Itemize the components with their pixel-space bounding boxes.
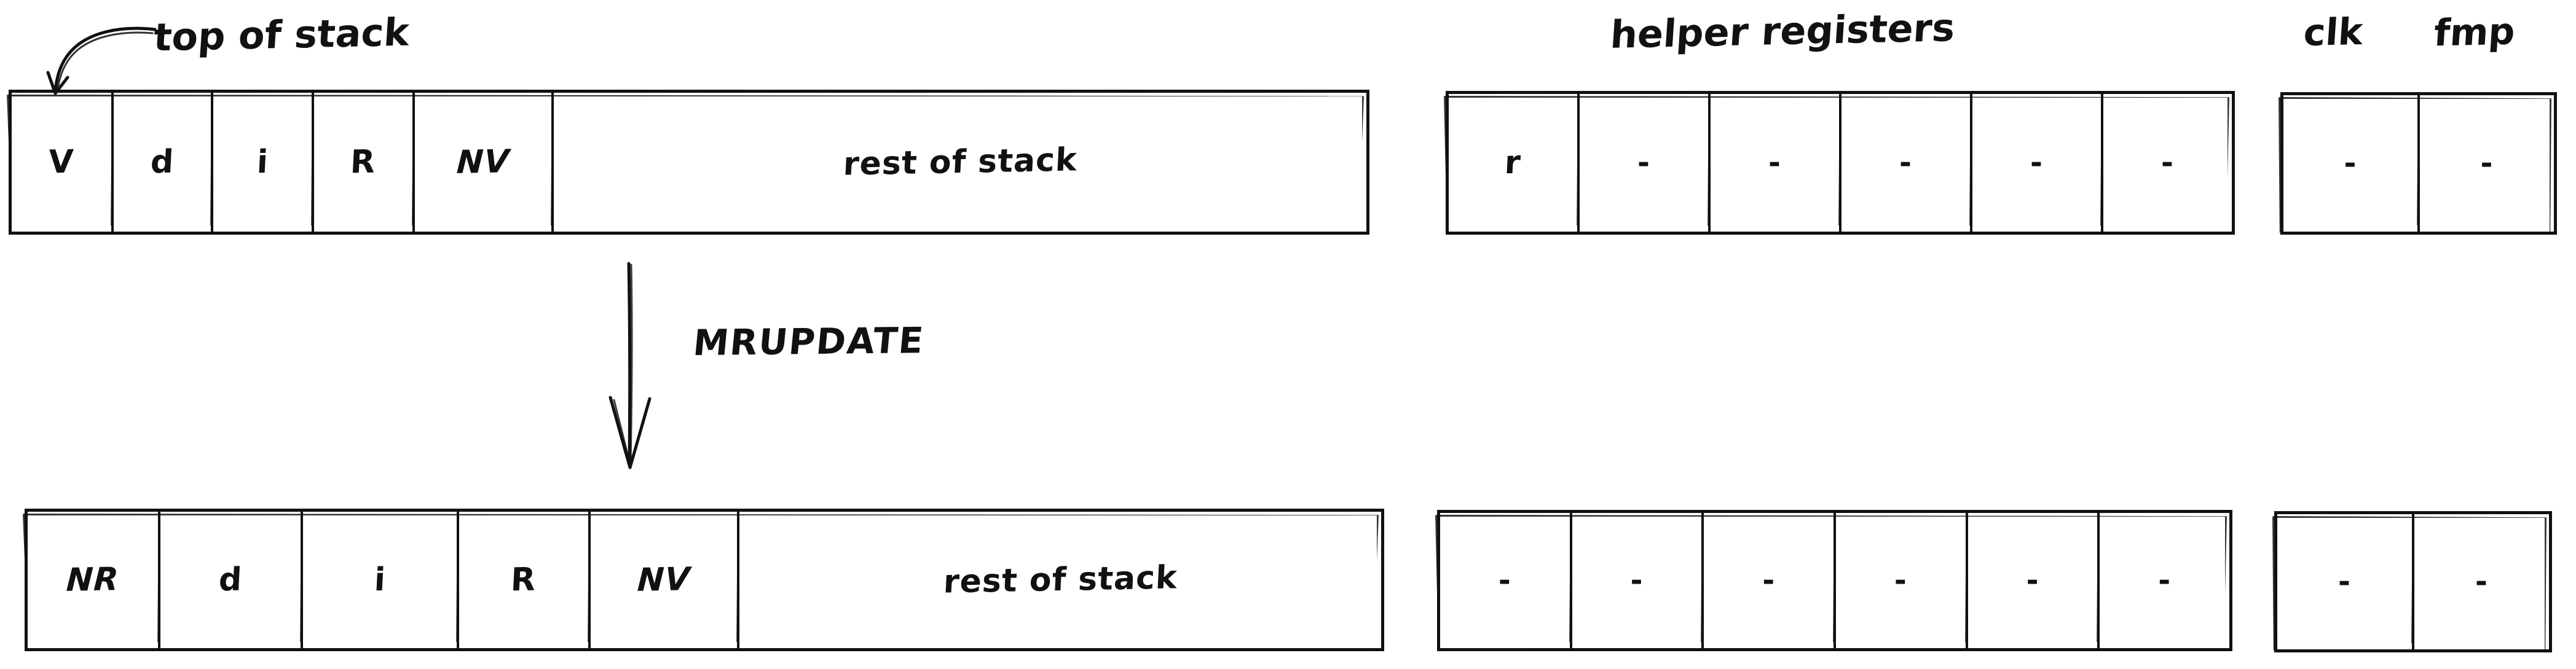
helper-before-cell-2-text: - xyxy=(1768,146,1781,180)
flags-after-fmp-cell: - xyxy=(2414,514,2549,649)
helper-before-cell-1-text: - xyxy=(1637,146,1650,180)
helper-after-cell-1: - xyxy=(1572,513,1704,648)
stack-after-remainder: rest of stack xyxy=(739,512,1381,648)
helper-before-cell-0: r xyxy=(1449,94,1580,232)
helper-after-cell-2-text: - xyxy=(1762,563,1776,598)
stack-before-cell-3: R xyxy=(314,93,415,232)
helper-before-cell-5: - xyxy=(2103,94,2232,232)
top-of-stack-pointer-arrow xyxy=(43,17,160,97)
stack-before-cell-4-text: NV xyxy=(455,143,511,181)
helper-after-cell-5: - xyxy=(2100,513,2229,648)
helper-before-cell-3-text: - xyxy=(1899,146,1912,180)
stack-after-cell-1-text: d xyxy=(218,561,243,599)
flags-before: - - xyxy=(2280,92,2557,235)
flags-before-clk-text: - xyxy=(2344,146,2357,181)
stack-before-cell-2-text: i xyxy=(256,143,269,181)
clk-label: clk xyxy=(2302,10,2365,55)
mrupdate-label: MRUPDATE xyxy=(691,319,926,364)
helper-after-cell-2: - xyxy=(1704,513,1837,648)
helper-registers-before: r - - - - - xyxy=(1446,91,2235,235)
stack-after-cell-3: R xyxy=(459,512,591,648)
stack-after-cell-0: NR xyxy=(28,512,160,648)
flags-after-clk-text: - xyxy=(2338,565,2351,599)
flags-after-clk-cell: - xyxy=(2277,514,2414,649)
helper-registers-after: - - - - - - xyxy=(1437,510,2232,651)
stack-after-cell-4: NV xyxy=(591,512,739,648)
stack-before-cell-4: NV xyxy=(415,93,554,232)
helper-before-cell-0-text: r xyxy=(1503,144,1522,182)
helper-after-cell-4-text: - xyxy=(2026,563,2039,598)
stack-before: V d i R NV rest of stack xyxy=(9,90,1369,235)
helper-before-cell-3: - xyxy=(1841,94,1972,232)
stack-after-remainder-text: rest of stack xyxy=(942,559,1178,601)
stack-before-remainder: rest of stack xyxy=(554,93,1366,232)
stack-before-cell-3-text: R xyxy=(349,143,377,181)
stack-before-cell-1: d xyxy=(114,93,213,232)
stack-after-cell-2-text: i xyxy=(373,561,387,599)
helper-after-cell-3-text: - xyxy=(1894,563,1907,598)
stack-before-cell-0: V xyxy=(12,93,114,232)
helper-after-cell-0: - xyxy=(1440,513,1572,648)
helper-registers-label: helper registers xyxy=(1609,5,1956,57)
stack-after-cell-3-text: R xyxy=(510,561,538,599)
top-of-stack-label: top of stack xyxy=(152,9,411,60)
stack-after: NR d i R NV rest of stack xyxy=(25,509,1384,651)
stack-before-cell-2: i xyxy=(213,93,314,232)
helper-before-cell-4: - xyxy=(1972,94,2103,232)
stack-before-cell-1-text: d xyxy=(149,143,175,181)
stack-before-remainder-text: rest of stack xyxy=(842,141,1078,183)
stack-after-cell-4-text: NV xyxy=(636,561,691,599)
helper-after-cell-4: - xyxy=(1968,513,2100,648)
flags-after-fmp-text: - xyxy=(2475,565,2488,599)
helper-after-cell-0-text: - xyxy=(1498,563,1511,598)
flags-before-clk-cell: - xyxy=(2283,95,2420,232)
fmp-label: fmp xyxy=(2432,10,2516,55)
helper-before-cell-1: - xyxy=(1580,94,1711,232)
stack-after-cell-1: d xyxy=(160,512,303,648)
stack-after-cell-0-text: NR xyxy=(65,561,120,599)
stack-after-cell-2: i xyxy=(303,512,459,648)
mrupdate-arrow xyxy=(575,261,685,470)
flags-after: - - xyxy=(2274,511,2552,652)
helper-before-cell-2: - xyxy=(1711,94,1841,232)
helper-before-cell-5-text: - xyxy=(2161,146,2174,180)
helper-after-cell-5-text: - xyxy=(2158,563,2172,598)
flags-before-fmp-cell: - xyxy=(2420,95,2554,232)
helper-before-cell-4-text: - xyxy=(2030,146,2043,180)
helper-after-cell-3: - xyxy=(1836,513,1968,648)
stack-before-cell-0-text: V xyxy=(47,143,76,181)
helper-after-cell-1-text: - xyxy=(1630,563,1644,598)
flags-before-fmp-text: - xyxy=(2480,146,2494,181)
